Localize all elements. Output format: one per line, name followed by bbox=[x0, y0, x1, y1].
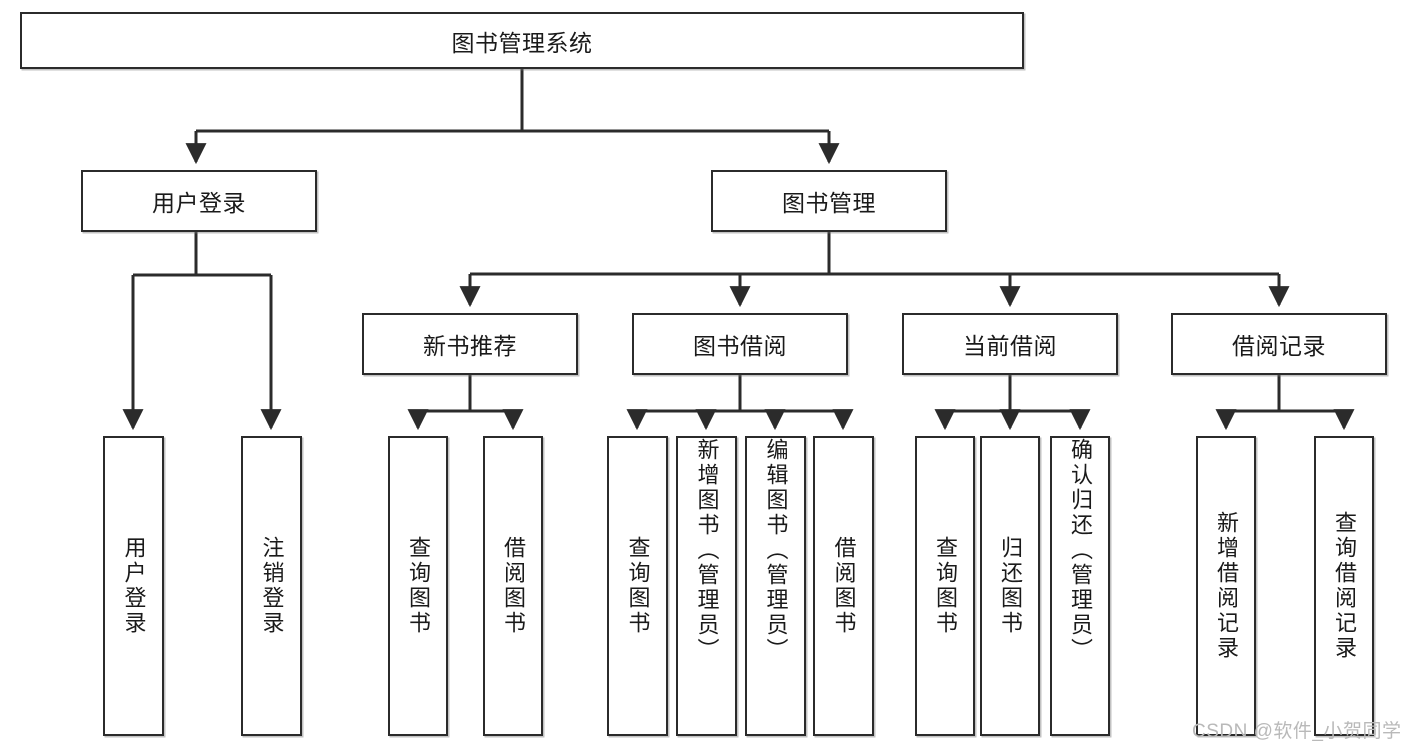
leaf-add-record[interactable]: 新增借阅记录 bbox=[1196, 436, 1256, 736]
leaf-query-book-3-label: 查询图书 bbox=[933, 536, 958, 636]
node-book-manage-label: 图书管理 bbox=[782, 190, 876, 216]
leaf-edit-book[interactable]: 编辑图书（管理员） bbox=[745, 436, 806, 736]
leaf-query-book-2[interactable]: 查询图书 bbox=[607, 436, 668, 736]
leaf-logout[interactable]: 注销登录 bbox=[241, 436, 302, 736]
leaf-add-book-label: 新增图书（管理员） bbox=[694, 438, 720, 663]
watermark: CSDN @软件_小贺同学 bbox=[1192, 721, 1402, 742]
leaf-query-book-1-label: 查询图书 bbox=[406, 536, 431, 636]
leaf-borrow-book-1[interactable]: 借阅图书 bbox=[483, 436, 543, 736]
node-book-manage[interactable]: 图书管理 bbox=[711, 170, 947, 232]
leaf-query-book-2-label: 查询图书 bbox=[625, 536, 651, 636]
node-book-borrow-label: 图书借阅 bbox=[693, 333, 787, 359]
leaf-query-book-1[interactable]: 查询图书 bbox=[388, 436, 448, 736]
node-current-borrow-label: 当前借阅 bbox=[963, 333, 1057, 359]
leaf-add-book[interactable]: 新增图书（管理员） bbox=[676, 436, 737, 736]
node-root[interactable]: 图书管理系统 bbox=[20, 12, 1024, 69]
node-book-borrow[interactable]: 图书借阅 bbox=[632, 313, 848, 375]
leaf-user-login[interactable]: 用户登录 bbox=[103, 436, 164, 736]
node-new-book-rec[interactable]: 新书推荐 bbox=[362, 313, 578, 375]
leaf-add-record-label: 新增借阅记录 bbox=[1214, 511, 1239, 661]
node-current-borrow[interactable]: 当前借阅 bbox=[902, 313, 1118, 375]
node-root-label: 图书管理系统 bbox=[451, 29, 593, 56]
node-borrow-record-label: 借阅记录 bbox=[1232, 333, 1326, 359]
node-new-book-rec-label: 新书推荐 bbox=[423, 333, 517, 359]
leaf-query-record[interactable]: 查询借阅记录 bbox=[1314, 436, 1374, 736]
leaf-borrow-book-2[interactable]: 借阅图书 bbox=[813, 436, 874, 736]
leaf-borrow-book-1-label: 借阅图书 bbox=[501, 536, 526, 636]
node-user-login[interactable]: 用户登录 bbox=[81, 170, 317, 232]
leaf-return-book-label: 归还图书 bbox=[998, 536, 1023, 636]
leaf-confirm-return-label: 确认归还（管理员） bbox=[1068, 438, 1093, 663]
leaf-query-book-3[interactable]: 查询图书 bbox=[915, 436, 975, 736]
leaf-query-record-label: 查询借阅记录 bbox=[1332, 511, 1357, 661]
leaf-borrow-book-2-label: 借阅图书 bbox=[831, 536, 857, 636]
node-user-login-label: 用户登录 bbox=[152, 190, 246, 216]
leaf-return-book[interactable]: 归还图书 bbox=[980, 436, 1040, 736]
leaf-user-login-label: 用户登录 bbox=[121, 536, 147, 636]
node-borrow-record[interactable]: 借阅记录 bbox=[1171, 313, 1387, 375]
leaf-logout-label: 注销登录 bbox=[259, 536, 285, 636]
leaf-edit-book-label: 编辑图书（管理员） bbox=[763, 438, 789, 663]
leaf-confirm-return[interactable]: 确认归还（管理员） bbox=[1050, 436, 1110, 736]
